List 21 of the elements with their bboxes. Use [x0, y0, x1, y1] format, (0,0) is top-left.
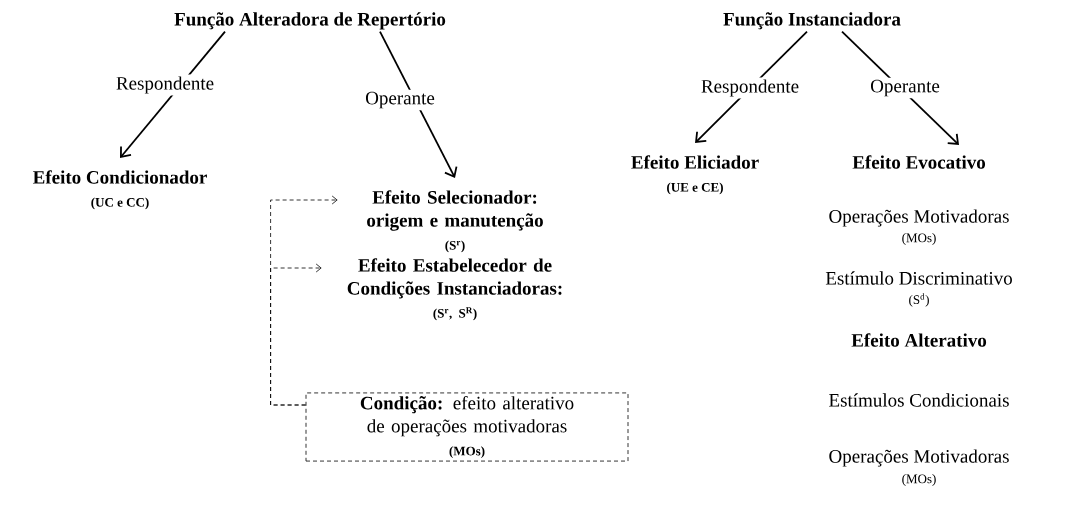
label-text: Efeito Alterativo — [851, 333, 987, 347]
label-text: Estímulos Condicionais — [829, 393, 1009, 407]
edge-label: Respondente — [113, 74, 217, 96]
effect-text: Efeito Selecionador: origem e manutenção (S$^{r}$) — [367, 190, 543, 253]
function-heading: Função Alteradora de Repertório — [174, 12, 446, 30]
label-text: Operações Motivadoras — [829, 209, 1009, 227]
label-text: (MOs) — [902, 233, 936, 245]
label-text: Operações Motivadoras — [829, 449, 1009, 467]
effect-text: Efeito Condicionador (UC e CC) — [33, 170, 207, 210]
effect-text: Efeito Estabelecedor de Condições Instanciadoras: (S$^{r}$, S$^{R}$) — [347, 258, 562, 321]
dashed-arrow — [270, 263, 322, 406]
label-text: (MOs) — [902, 474, 936, 486]
label-text: Estímulo Discriminativo — [825, 271, 1012, 285]
edge-label: Operante — [868, 77, 942, 99]
effect-text: Efeito Eliciador (UE e CE) — [631, 155, 759, 195]
function-heading: Função Instanciadora — [723, 12, 901, 30]
dashed-box: Condição: efeito alterativo de operações motivadoras (MOs) — [305, 392, 629, 462]
effect-text: Efeito Evocativo — [852, 155, 986, 169]
label-text: (S$^{d}$) — [909, 293, 929, 307]
edge-label: Operante — [363, 89, 437, 111]
edge-label: Respondente — [698, 77, 802, 99]
